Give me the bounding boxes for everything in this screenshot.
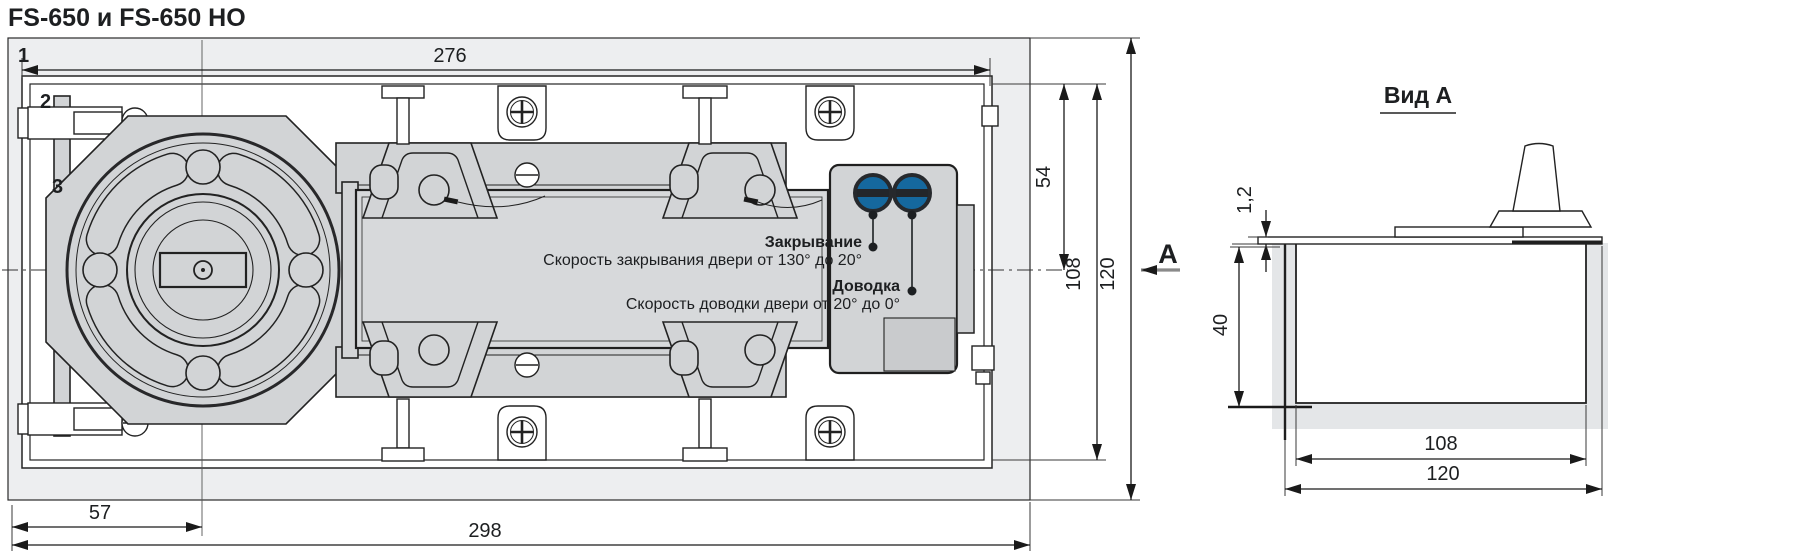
box-section: [1295, 242, 1587, 404]
yoke-top-right: [661, 142, 823, 219]
yoke-top-left: [361, 142, 546, 219]
adjustment-posts: [381, 85, 728, 462]
yoke-bottom-right: [661, 321, 799, 398]
closing-valve-description: Скорость закрывания двери от 130° до 20°: [543, 252, 862, 269]
callout-2: 2: [40, 91, 51, 113]
latching-valve-description: Скорость доводки двери от 20° до 0°: [626, 296, 900, 313]
dim-body-height: 108: [1063, 257, 1085, 290]
latching-valve-label: Доводка: [832, 278, 900, 295]
wall-connectors: [971, 105, 999, 385]
cam-plate: [65, 132, 341, 408]
phillips-screw-icon: [506, 96, 538, 128]
yoke-bottom-left: [361, 321, 499, 398]
dim-half-height: 54: [1033, 166, 1055, 188]
section-arrow: А: [1141, 239, 1180, 275]
dim-outer-width: 120: [1426, 463, 1459, 485]
phillips-screw-icon: [814, 96, 846, 128]
closing-valve: [853, 173, 893, 252]
side-dimensions: 1,2 40 108 120: [1210, 186, 1603, 496]
dim-lid-thickness: 1,2: [1234, 186, 1256, 214]
callout-3: 3: [52, 176, 63, 198]
floor-right: [1586, 243, 1608, 429]
dim-lid-width: 276: [433, 45, 466, 67]
spindle: [1488, 142, 1593, 228]
mounting-tabs: [497, 85, 855, 461]
dim-box-height: 120: [1097, 257, 1119, 290]
page-title: FS-650 и FS-650 HO: [8, 4, 246, 32]
phillips-screw-icon: [814, 416, 846, 448]
dim-inner-width: 108: [1424, 433, 1457, 455]
main-dimensions: 276 57 298 54 108 120: [11, 37, 1140, 551]
valve-block: [828, 163, 975, 375]
dim-box-length: 298: [468, 520, 501, 542]
side-view: Вид А 1,2 40: [1210, 82, 1608, 496]
side-view-title: Вид А: [1384, 82, 1452, 108]
section-label: А: [1158, 239, 1178, 269]
dim-spindle-offset: 57: [89, 502, 111, 524]
slotted-screw: [514, 162, 540, 188]
dim-depth: 40: [1210, 314, 1232, 336]
main-top-view: Закрывание Скорость закрывания двери от …: [2, 37, 1180, 551]
closing-valve-label: Закрывание: [765, 234, 862, 251]
floor-bottom: [1272, 403, 1608, 429]
slotted-screw: [514, 352, 540, 378]
cover-plate: [1394, 226, 1524, 238]
latching-valve: [892, 173, 932, 296]
callout-1: 1: [18, 45, 29, 67]
phillips-screw-icon: [506, 416, 538, 448]
